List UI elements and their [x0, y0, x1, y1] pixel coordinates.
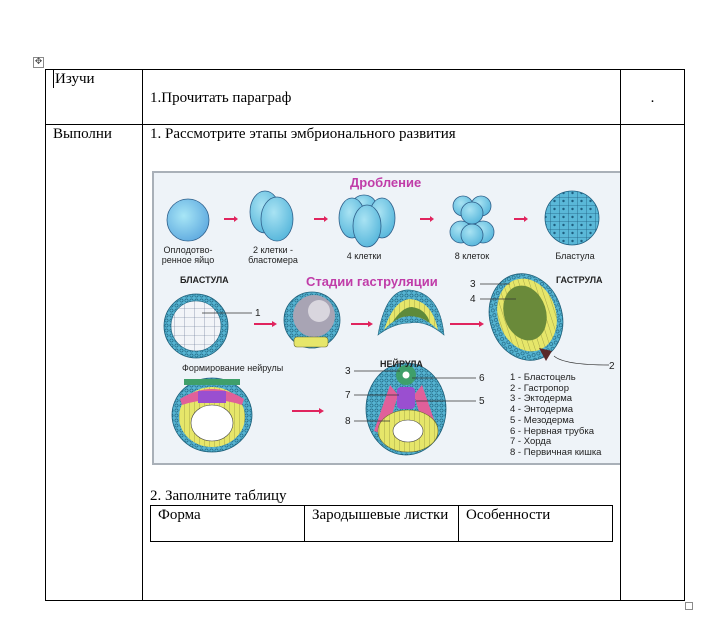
label-do: Выполни [53, 126, 112, 142]
legend-item: 7 - Хорда [510, 436, 552, 448]
marker-3-neurula: 3 [345, 366, 351, 377]
mid-gastrula [377, 289, 445, 336]
four-cell-stage [338, 194, 396, 248]
legend-item: 4 - Энтодерма [510, 404, 574, 416]
cell-note-study: . [620, 69, 685, 125]
arrow-6 [351, 321, 373, 327]
caption-fertilized-egg: Оплодотво-ренное яйцо [161, 245, 215, 265]
marker-7: 7 [345, 390, 351, 401]
figure-title-gastrulation: Стадии гаструляции [306, 274, 438, 289]
table-row-study: Изучи 1.Прочитать параграф . [45, 69, 685, 125]
heading-gastrula: ГАСТРУЛА [556, 275, 603, 285]
fill-table-header-features[interactable]: Особенности [458, 505, 613, 542]
neurula-section [365, 362, 447, 456]
arrow-3 [420, 216, 434, 222]
early-gastrula [283, 291, 341, 349]
blastula-cleavage [544, 190, 600, 246]
legend-item: 2 - Гастропор [510, 382, 569, 394]
figure-title-cleavage: Дробление [350, 175, 422, 190]
legend-item: 1 - Бластоцель [510, 372, 576, 383]
cell-content-do: 1. Рассмотрите этапы эмбрионального разв… [142, 124, 621, 601]
arrow-7 [450, 321, 484, 327]
marker-8: 8 [345, 416, 351, 427]
arrow-2 [314, 216, 328, 222]
cell-label-do: Выполни [45, 124, 143, 601]
task-read-paragraph: 1.Прочитать параграф [150, 90, 292, 106]
label-study: Изучи [53, 70, 142, 88]
task-examine-stages: 1. Рассмотрите этапы эмбрионального разв… [150, 126, 456, 142]
marker-line-2 [553, 355, 610, 366]
blastula-section [163, 293, 229, 359]
figure-legend: 1 - Бластоцель 2 - Гастропор 3 - Эктодер… [510, 372, 602, 459]
heading-neurula: НЕЙРУЛА [380, 359, 423, 369]
table-resize-handle[interactable] [685, 602, 693, 610]
marker-2: 2 [609, 361, 615, 372]
legend-item: 5 - Мезодерма [510, 414, 575, 426]
fill-in-table: Форма Зародышевые листки Особенности [150, 505, 613, 542]
fill-table-header-form[interactable]: Форма [150, 505, 305, 542]
eight-cell-stage [449, 195, 495, 247]
legend-item: 6 - Нервная трубка [510, 425, 594, 437]
two-cell-stage [249, 190, 294, 242]
legend-item: 8 - Первичная кишка [510, 446, 602, 458]
arrow-5 [254, 321, 277, 327]
cell-content-study: 1.Прочитать параграф [142, 69, 621, 125]
caption-eight-cells: 8 клеток [454, 251, 490, 261]
cell-label-study: Изучи [45, 69, 143, 125]
marker-6: 6 [479, 373, 485, 384]
marker-4-gastrula: 4 [470, 294, 476, 305]
arrow-1 [224, 216, 238, 222]
cell-note-do [620, 124, 685, 601]
arrow-4 [514, 216, 528, 222]
marker-5: 5 [479, 396, 485, 407]
caption-four-cells: 4 клетки [346, 251, 382, 261]
legend-item: 3 - Эктодерма [510, 393, 573, 405]
caption-blastula: Бластула [555, 251, 595, 261]
task-table: Изучи 1.Прочитать параграф . Выполни 1. … [45, 69, 685, 601]
table-move-handle[interactable]: ✥ [33, 57, 44, 68]
caption-neurula-formation: Формирование нейрулы [182, 363, 284, 373]
neurula-formation-section [171, 377, 253, 453]
figure-drawing: 1 2 3 4 3 7 8 6 5 [163, 190, 615, 456]
fertilized-egg [166, 198, 210, 242]
caption-two-cells: 2 клетки -бластомера [248, 245, 298, 265]
note-study: . [650, 90, 655, 106]
marker-1: 1 [255, 308, 261, 319]
fill-table-header-row: Форма Зародышевые листки Особенности [150, 505, 613, 542]
arrow-8 [292, 408, 324, 414]
heading-blastula: БЛАСТУЛА [180, 275, 229, 285]
task-fill-table: 2. Заполните таблицу [150, 488, 287, 504]
fill-table-header-germ-layers[interactable]: Зародышевые листки [304, 505, 459, 542]
embryo-development-figure: Дробление [152, 171, 620, 465]
marker-3-gastrula: 3 [470, 279, 476, 290]
table-row-do: Выполни 1. Рассмотрите этапы эмбриональн… [45, 124, 685, 601]
